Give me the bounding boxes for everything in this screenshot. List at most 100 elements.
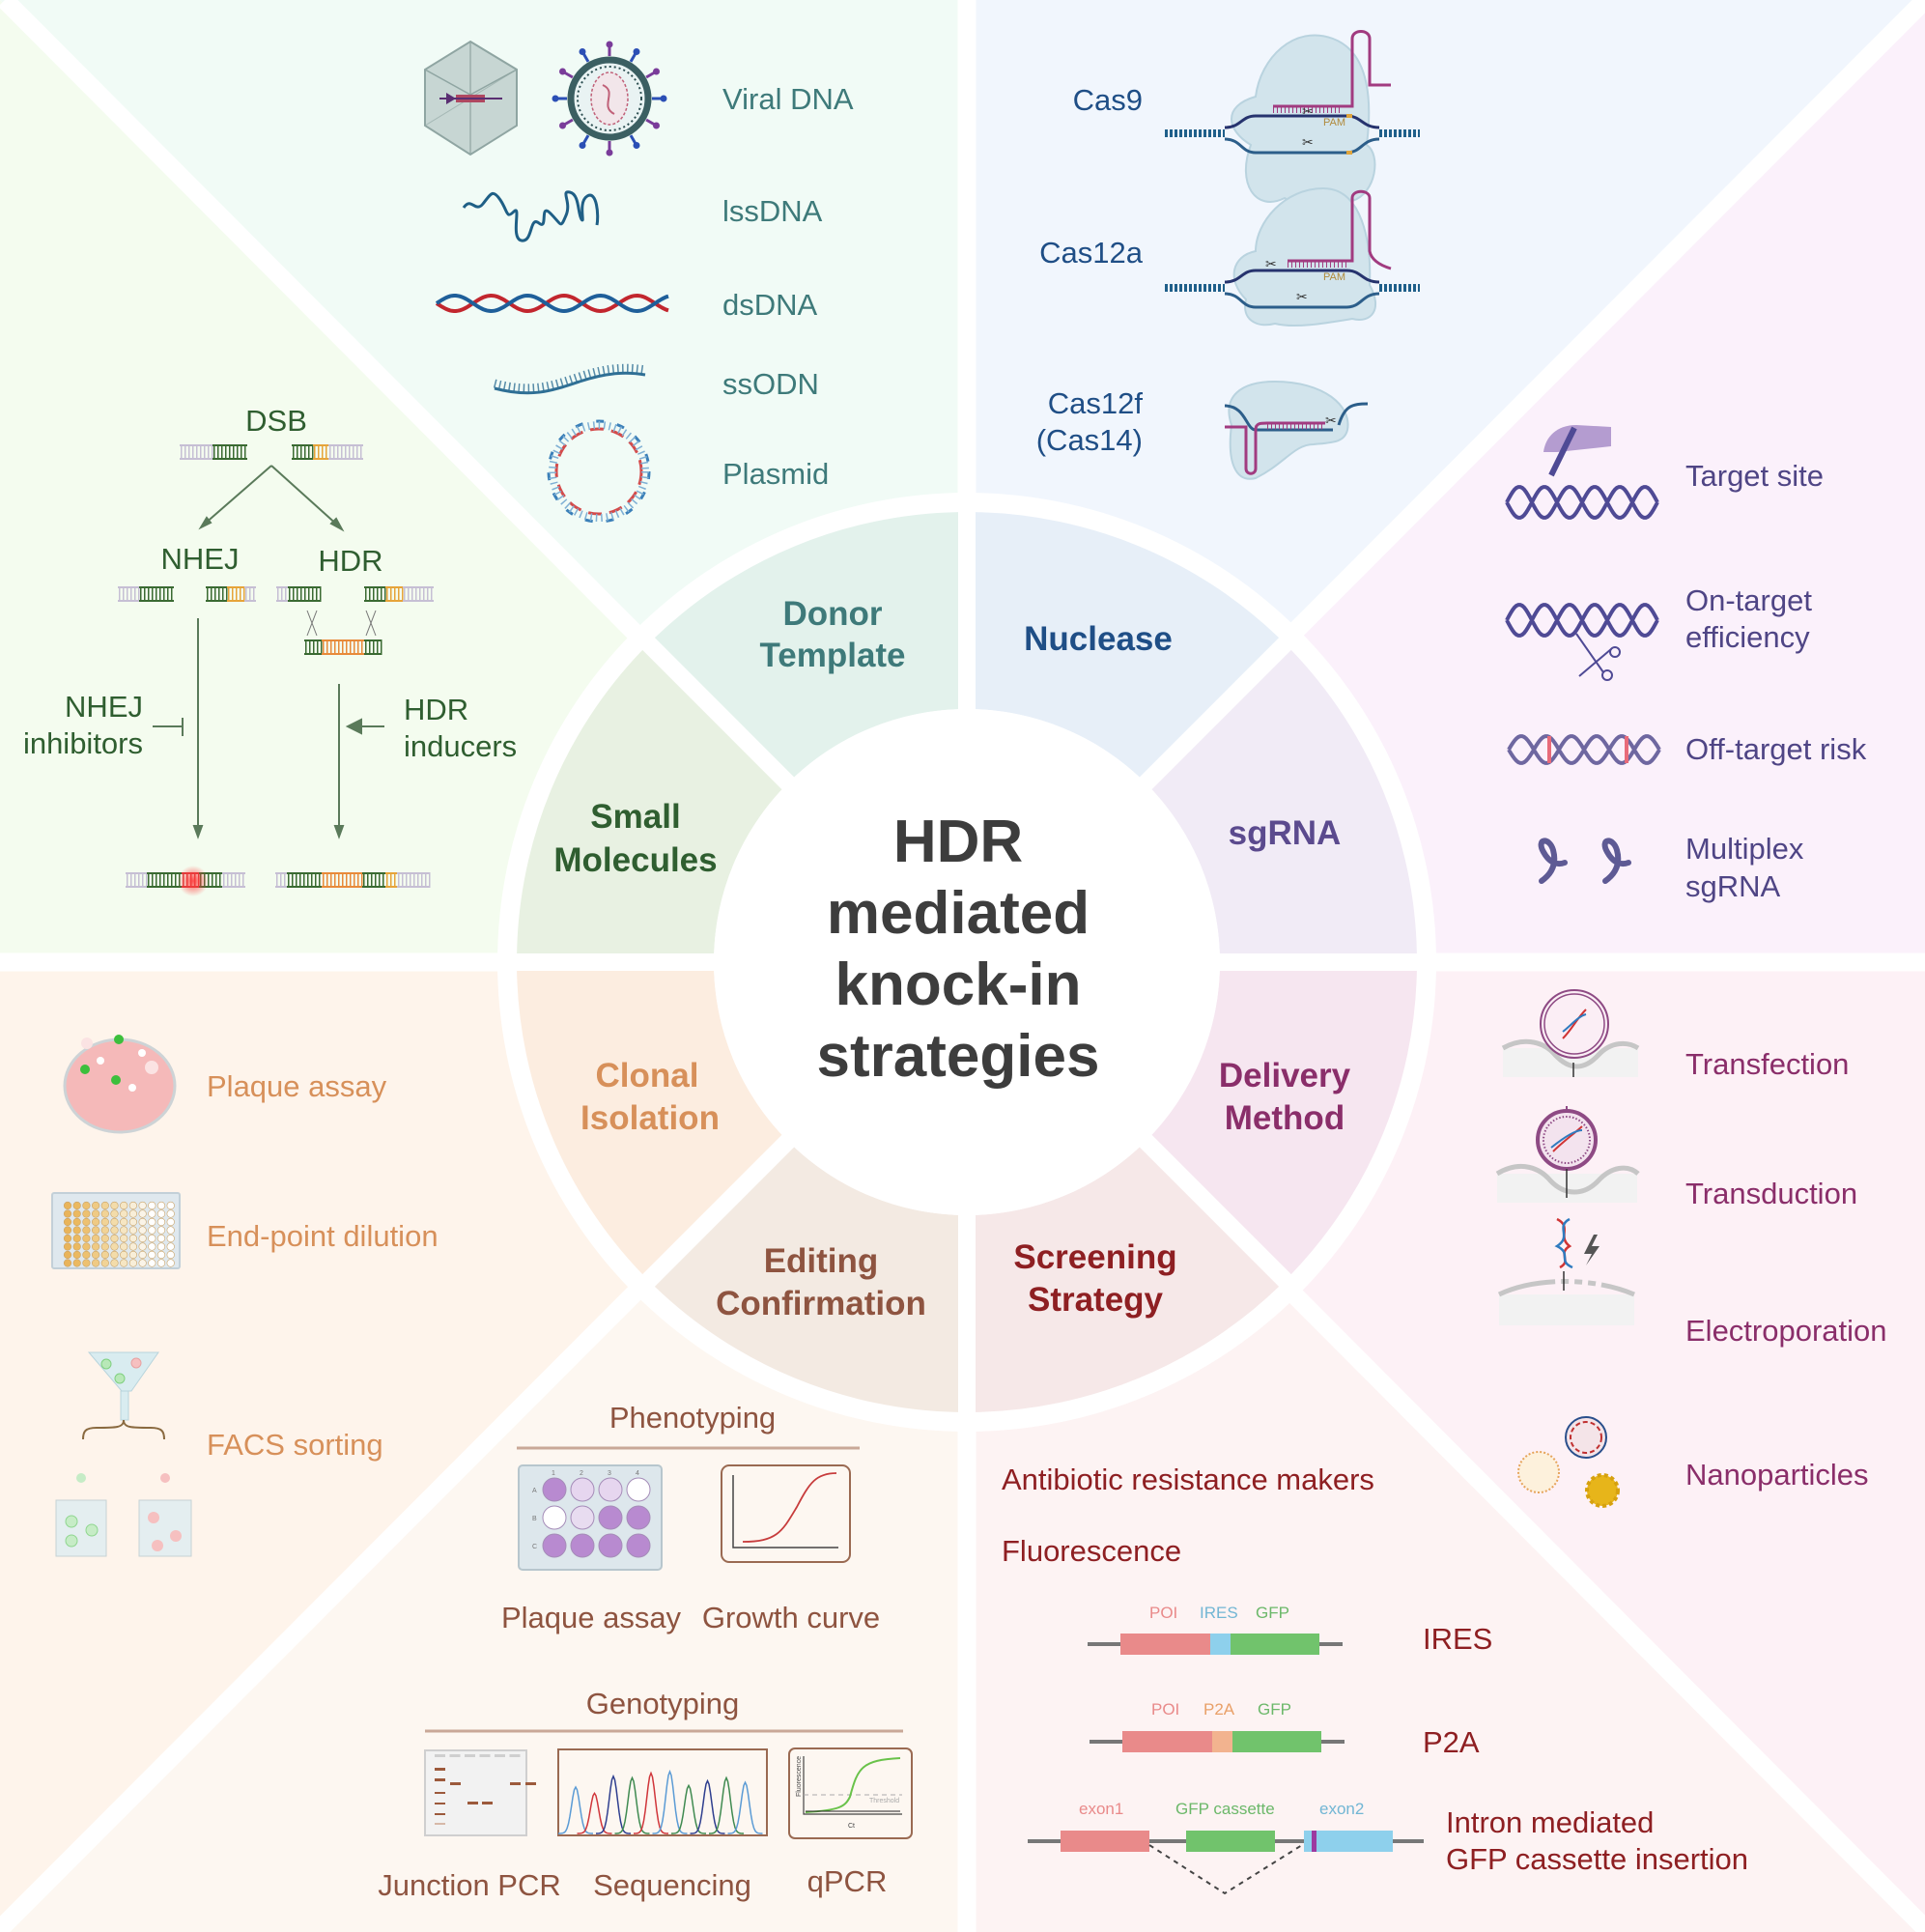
dna-rung	[342, 639, 344, 655]
dna-strand	[126, 886, 147, 888]
plate-well	[570, 1477, 595, 1502]
segment-clonal-isolation[interactable]: Clonal Isolation	[580, 1057, 720, 1137]
dna-rung	[308, 444, 310, 460]
gel-ladder-band	[435, 1803, 445, 1804]
dna-rung	[134, 872, 136, 888]
plate-well	[148, 1201, 156, 1210]
dna-rung	[377, 586, 379, 602]
segment-small-molecules[interactable]: Small Molecules	[553, 798, 717, 879]
dna-rung	[233, 444, 235, 460]
dna-rung	[192, 444, 194, 460]
dna-rung	[249, 586, 251, 602]
plate-well	[110, 1201, 119, 1210]
genotyping-item: qPCR	[807, 1864, 888, 1898]
donor-item-label: ssODN	[722, 367, 819, 401]
plate-well	[63, 1209, 72, 1218]
plate-well	[63, 1201, 72, 1210]
lssdna-icon	[462, 190, 600, 242]
plate-well	[626, 1533, 651, 1558]
dna-rung	[204, 444, 206, 460]
dna-rung	[208, 444, 210, 460]
center-circle	[714, 709, 1220, 1215]
virus-spike-tip	[652, 68, 660, 75]
dna-rung	[322, 444, 324, 460]
dna-rung	[341, 444, 343, 460]
dsb-label: DSB	[245, 404, 307, 438]
dna-rung	[369, 639, 371, 655]
construct-name: P2A	[1423, 1725, 1480, 1759]
plate-well	[82, 1250, 91, 1260]
dna-rung	[242, 872, 244, 888]
enveloped-virus-icon	[552, 41, 667, 156]
segment-editing-confirmation[interactable]: Editing Confirmation	[716, 1242, 926, 1322]
plate-col-label: 4	[636, 1470, 639, 1477]
part-label: GFP cassette	[1175, 1800, 1275, 1818]
dna-rung	[315, 872, 317, 888]
dna-rung	[415, 586, 417, 602]
target-site-dna-icon	[1505, 425, 1659, 520]
segment-sgrna[interactable]: sgRNA	[1229, 814, 1342, 852]
dna-rung	[326, 444, 327, 460]
dna-rung	[277, 586, 279, 602]
dna-rung	[312, 444, 314, 460]
plate-well	[72, 1250, 81, 1260]
dna-strand	[364, 586, 385, 588]
dna-rung	[171, 586, 173, 602]
plate-well	[82, 1226, 91, 1235]
transfection-icon	[1501, 989, 1640, 1077]
dna-strand	[118, 586, 139, 588]
dna-rung	[163, 872, 165, 888]
part-label: IRES	[1200, 1604, 1238, 1622]
dna-strand	[364, 600, 385, 602]
gel-band	[510, 1782, 521, 1785]
dna-rung	[345, 444, 347, 460]
plate-well	[63, 1242, 72, 1251]
dna-rung	[313, 639, 315, 655]
dna-rung	[144, 586, 146, 602]
dna-rung	[365, 639, 367, 655]
chromatogram-peak	[614, 1776, 650, 1834]
dna-rung	[326, 872, 328, 888]
gel-ladder-band	[435, 1778, 445, 1781]
segment-donor-template[interactable]: Donor Template	[759, 595, 905, 674]
ring-segment-sgrna	[1151, 649, 1417, 954]
sgrna-item-label: On-target	[1685, 583, 1812, 617]
plate-well	[626, 1477, 651, 1502]
dna-rung	[413, 872, 415, 888]
dna-rung	[363, 872, 365, 888]
plate-well	[72, 1226, 81, 1235]
dna-rung	[181, 444, 183, 460]
dna-rung	[225, 444, 227, 460]
qpcr-plot-icon: Threshold Ct Fluorescence	[788, 1747, 913, 1839]
part-label: P2A	[1203, 1700, 1235, 1719]
delivery-method-section: Transfection Transduction Electroporatio…	[1495, 989, 1887, 1508]
dna-rung	[417, 872, 419, 888]
dna-rung	[239, 872, 241, 888]
plate-well	[128, 1217, 137, 1227]
dna-rung	[429, 872, 431, 888]
dna-strand	[126, 872, 147, 874]
gel-band	[525, 1782, 536, 1785]
part-label: exon2	[1319, 1800, 1364, 1818]
dna-rung	[288, 872, 290, 888]
dna-rung	[244, 444, 246, 460]
plate-well	[91, 1217, 100, 1227]
dna-rung	[360, 444, 362, 460]
segment-screening-strategy[interactable]: Screening Strategy	[1013, 1238, 1176, 1319]
segment-nuclease[interactable]: Nuclease	[1024, 620, 1173, 658]
plate-well	[63, 1217, 72, 1227]
dna-rung	[221, 444, 223, 460]
sgrna-item-label: efficiency	[1685, 620, 1810, 654]
segment-label: Confirmation	[716, 1285, 926, 1322]
dna-rung	[293, 586, 295, 602]
segment-label: Strategy	[1028, 1281, 1164, 1319]
plate-well	[598, 1533, 623, 1558]
dna-rung	[346, 639, 348, 655]
donor-item-label: Plasmid	[722, 457, 829, 491]
dna-strand	[199, 872, 222, 874]
plate-col-label: 2	[580, 1470, 583, 1477]
scissors-icon: ✂	[1296, 289, 1308, 304]
segment-delivery-method[interactable]: Delivery Method	[1219, 1057, 1351, 1137]
dna-rung	[404, 586, 406, 602]
